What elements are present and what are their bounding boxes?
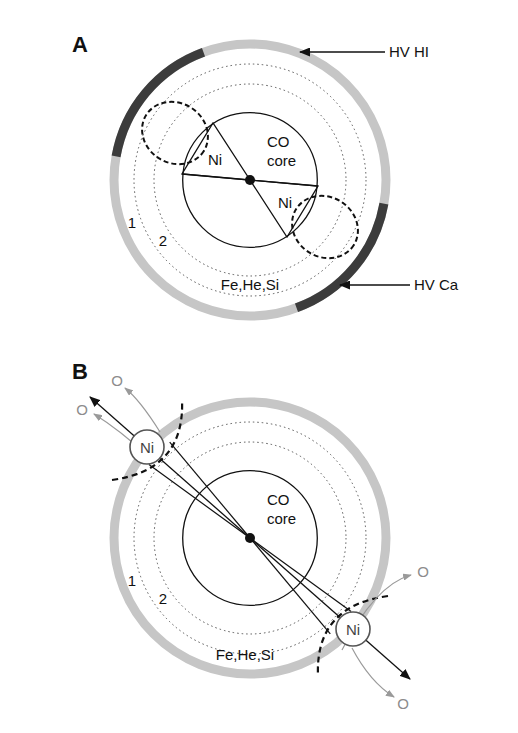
line-label: HV Ca xyxy=(414,276,458,294)
core-circle-shape xyxy=(183,471,318,606)
node-text: Ni xyxy=(278,193,292,212)
core-circle-shape xyxy=(183,113,318,248)
dotted-shell xyxy=(154,84,346,276)
line-label: HV HI xyxy=(389,43,429,61)
nickel-wedge: Ni xyxy=(182,123,250,180)
node-text: Ni xyxy=(140,438,154,457)
shell-number: 2 xyxy=(159,232,167,250)
node-text: Ni xyxy=(346,620,360,639)
oxygen-label: O xyxy=(397,695,409,713)
nickel-wedge-shape xyxy=(182,123,250,180)
shell-number: 2 xyxy=(159,590,167,608)
wedge-line xyxy=(149,465,250,539)
shell-number: 1 xyxy=(128,214,136,232)
node-text: CO core xyxy=(267,490,305,528)
nickel-clump-shape xyxy=(130,430,164,464)
nickel-wedge-shape xyxy=(250,180,318,237)
core-circle: CO core xyxy=(182,470,318,606)
center-dot xyxy=(245,533,255,543)
panel-letter: A xyxy=(72,32,88,58)
core-circle: CO coreNiNi xyxy=(182,112,318,248)
shell-number: 1 xyxy=(128,572,136,590)
ejection-arrow xyxy=(90,397,250,538)
composition-label: Fe,He,Si xyxy=(216,646,274,664)
dotted-shell xyxy=(134,64,366,296)
nickel-clump: Ni xyxy=(335,611,371,647)
pointer-arrow xyxy=(300,51,385,52)
oxygen-label: O xyxy=(111,372,123,390)
wedge-line xyxy=(250,538,330,634)
oxygen-label: O xyxy=(417,563,429,581)
oxygen-label: O xyxy=(76,401,88,419)
dotted-shell xyxy=(134,422,366,654)
wedge-line xyxy=(170,442,250,538)
outer-shell xyxy=(114,44,386,316)
node-text: Ni xyxy=(208,150,222,169)
nickel-clump: Ni xyxy=(129,429,165,465)
oxygen-flow-arrow xyxy=(352,648,394,697)
composition-label: Fe,He,Si xyxy=(221,276,279,294)
nickel-clump-shape xyxy=(336,612,370,646)
core-circle-outline xyxy=(182,470,318,606)
dashed-bow xyxy=(318,596,388,676)
node-text: CO core xyxy=(267,132,305,170)
nickel-wedge: Ni xyxy=(250,180,318,237)
panel-letter: B xyxy=(72,359,88,385)
oxygen-flow-arrow xyxy=(125,388,160,432)
outer-shell xyxy=(114,402,386,674)
wedge-line xyxy=(250,538,351,612)
pointer-arrow xyxy=(340,284,410,285)
dotted-shell xyxy=(154,442,346,634)
